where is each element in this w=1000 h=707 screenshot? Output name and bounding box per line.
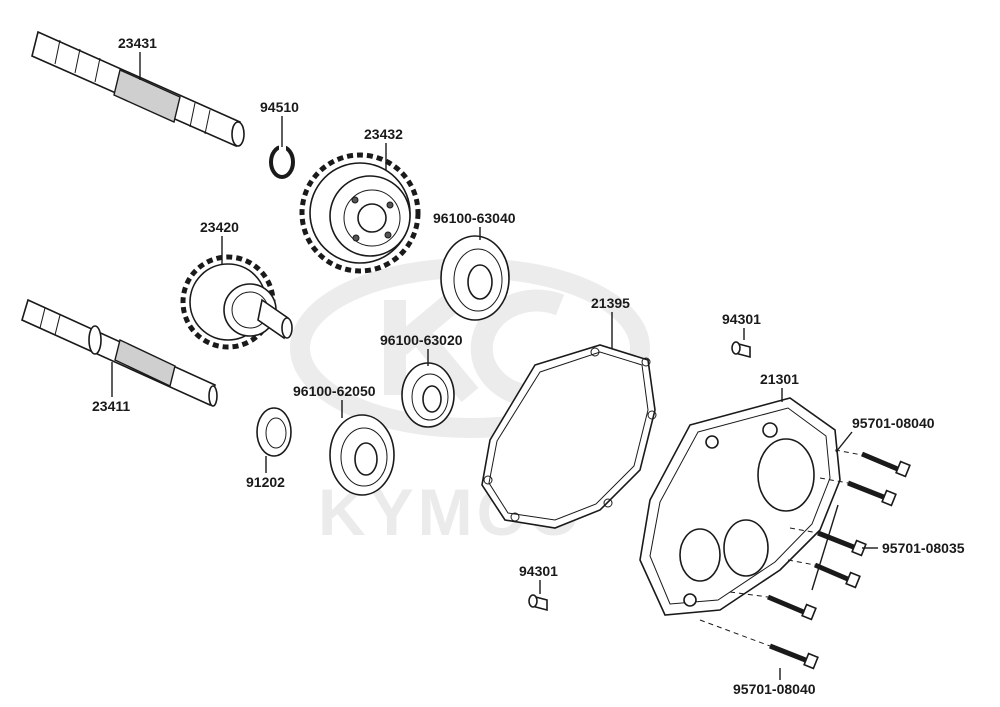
part-number-label: 21301 <box>760 371 799 387</box>
part-number-label: 96100-63020 <box>380 332 463 348</box>
alignment-line <box>819 477 849 484</box>
part-number-label: 21395 <box>591 295 630 311</box>
part-number-label: 23432 <box>364 126 403 142</box>
leader-line <box>835 431 853 453</box>
oil-seal-91202[interactable] <box>256 407 292 457</box>
part-number-label: 23411 <box>92 398 130 414</box>
dowel-pin-94301-top[interactable] <box>731 341 751 359</box>
part-number-label: 91202 <box>246 474 285 490</box>
circlip-94510[interactable] <box>269 145 295 179</box>
bolt-95701-08040-d[interactable] <box>769 643 819 670</box>
part-number-label: 96100-62050 <box>293 383 376 399</box>
bearing-96100-62050[interactable] <box>329 414 395 496</box>
bolt-95701-08040-b[interactable] <box>847 480 897 507</box>
part-number-label: 94301 <box>722 311 761 327</box>
leader-line <box>811 504 839 591</box>
gasket-21395[interactable] <box>481 344 657 529</box>
alignment-line <box>787 559 816 566</box>
bolt-95701-08040-c[interactable] <box>767 594 817 621</box>
part-number-label: 23431 <box>118 35 157 51</box>
gear-cluster-23420[interactable] <box>180 254 293 350</box>
bearing-96100-63020[interactable] <box>401 362 455 428</box>
input-shaft-23411[interactable] <box>21 298 218 407</box>
part-number-label: 94301 <box>519 563 558 579</box>
alignment-line <box>729 591 769 598</box>
dowel-pin-94301-bottom[interactable] <box>528 594 548 612</box>
bolt-95701-08035-b[interactable] <box>814 562 861 589</box>
part-number-label: 23420 <box>200 219 239 235</box>
output-shaft-23431[interactable] <box>31 30 245 148</box>
alignment-line <box>699 619 771 647</box>
part-number-label: 96100-63040 <box>433 210 516 226</box>
transmission-cover-21301[interactable] <box>639 397 841 616</box>
bolt-95701-08035-a[interactable] <box>817 530 867 557</box>
part-number-label: 95701-08040 <box>852 415 935 431</box>
part-number-label: 95701-08040 <box>733 681 816 697</box>
bolt-95701-08040-a[interactable] <box>861 451 911 478</box>
alignment-line <box>834 449 863 456</box>
part-number-label: 94510 <box>260 99 299 115</box>
alignment-line <box>789 527 819 534</box>
driven-gear-23432[interactable] <box>299 152 421 274</box>
part-number-label: 95701-08035 <box>882 540 965 556</box>
bearing-96100-63040[interactable] <box>440 235 510 321</box>
